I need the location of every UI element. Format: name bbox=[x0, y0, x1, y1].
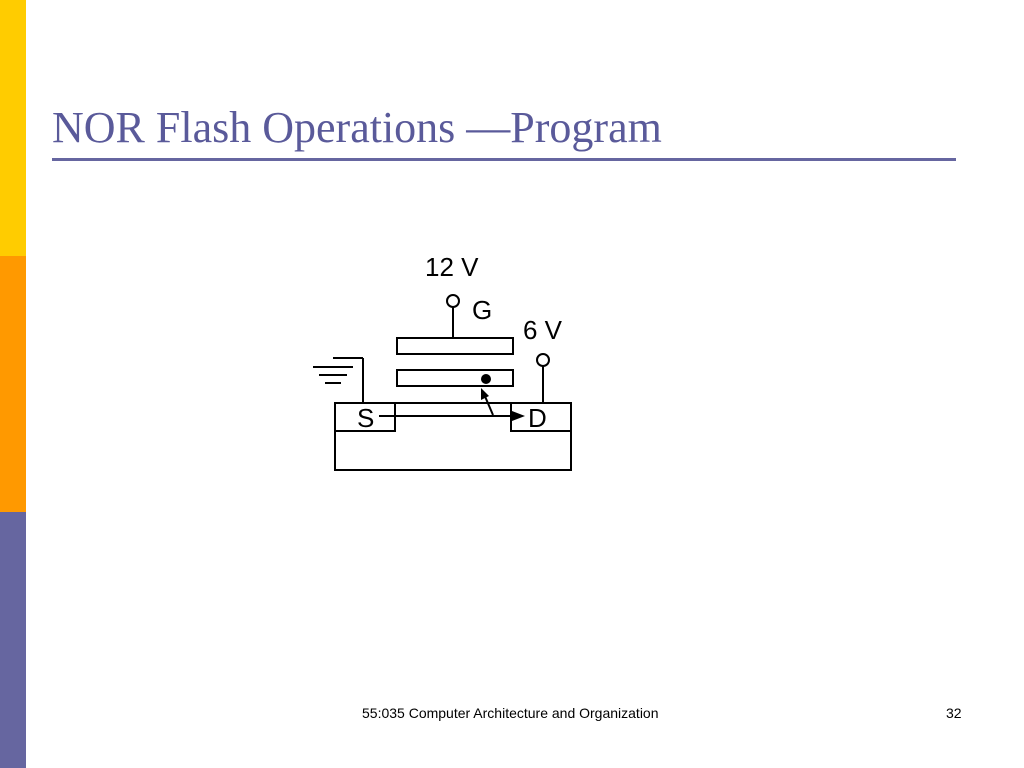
control-gate bbox=[396, 337, 514, 355]
gate-voltage-label: 12 V bbox=[425, 252, 479, 282]
side-bar-yellow bbox=[0, 0, 26, 256]
floating-gate bbox=[396, 369, 514, 387]
gate-label: G bbox=[472, 295, 492, 325]
gate-terminal bbox=[446, 294, 460, 308]
drain-voltage-label: 6 V bbox=[523, 315, 563, 345]
nor-flash-cell-diagram: 12 V G 6 V S D bbox=[313, 252, 572, 471]
injection-arrowhead bbox=[481, 388, 489, 400]
channel-arrowhead bbox=[512, 411, 525, 421]
title-divider bbox=[52, 158, 956, 161]
side-bar-blue bbox=[0, 512, 26, 768]
footer-course: 55:035 Computer Architecture and Organiz… bbox=[362, 705, 659, 721]
drain-label: D bbox=[528, 403, 547, 433]
source-label: S bbox=[357, 403, 374, 433]
slide-title: NOR Flash Operations —Program bbox=[52, 103, 662, 152]
drain-terminal bbox=[536, 353, 550, 367]
trapped-electron bbox=[481, 374, 491, 384]
side-bar-orange bbox=[0, 256, 26, 512]
page-number: 32 bbox=[946, 705, 962, 721]
